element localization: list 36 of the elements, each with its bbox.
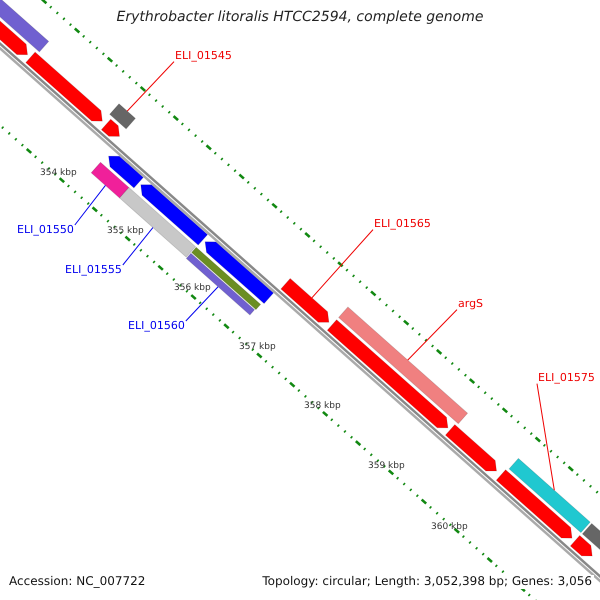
gene-feature [0, 0, 50, 52]
gene-label: ELI_01550 [17, 224, 74, 237]
scale-label: 355 kbp [107, 226, 144, 236]
gene-feature [25, 52, 103, 122]
scale-label: 358 kbp [304, 401, 341, 412]
gene-label: ELI_01575 [538, 372, 595, 385]
gene-feature [326, 319, 448, 428]
gene-label: ELI_01555 [65, 264, 122, 277]
scale-label: 360 kbp [431, 522, 468, 532]
gene-feature [280, 278, 330, 323]
footer-text: Accession: NC_007722 [7, 575, 148, 589]
scale-label: 357 kbp [239, 342, 276, 352]
gene-label: ELI_01565 [374, 218, 431, 231]
leader-line [407, 309, 458, 361]
gene-feature [496, 469, 572, 538]
gene-feature [108, 156, 144, 188]
gene-feature [191, 246, 262, 310]
gene-label: ELI_01560 [128, 320, 185, 333]
gene-feature [109, 103, 136, 130]
gene-feature [444, 424, 497, 472]
gene-label: argS [458, 298, 484, 311]
gene-label: ELI_01545 [175, 50, 232, 63]
leader-line [185, 286, 219, 322]
scale-label: 354 kbp [40, 168, 77, 178]
gene-feature [100, 118, 120, 137]
scale-label: 359 kbp [368, 461, 405, 472]
leader-line [122, 227, 154, 266]
scale-label: 356 kbp [174, 283, 211, 294]
title: Erythrobacter litoralis HTCC2594, complete genome [116, 9, 484, 26]
gene-feature [508, 458, 591, 534]
leader-line [126, 61, 174, 112]
gene-feature [90, 162, 130, 199]
leader-line [536, 383, 555, 491]
footer-text: Topology: circular; Length: 3,052,398 bp; Genes: 3,056 [260, 575, 594, 589]
leader-line [311, 229, 374, 298]
leader-line [74, 184, 106, 226]
